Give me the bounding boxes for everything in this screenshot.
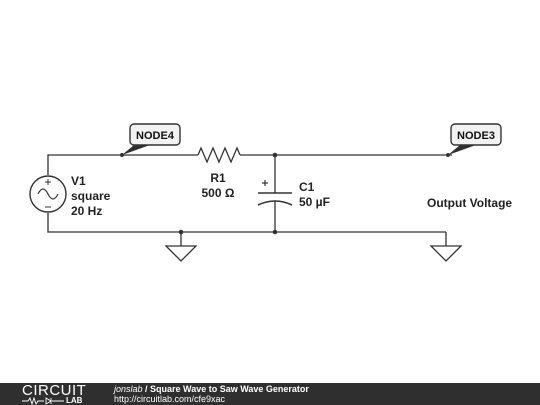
footer-user-link[interactable]: jonslab bbox=[114, 384, 143, 394]
node-tag-right: NODE3 bbox=[448, 123, 502, 155]
wire-top-left bbox=[47, 154, 198, 175]
node-tag-left: NODE4 bbox=[122, 123, 181, 155]
resistor-r1-symbol bbox=[197, 146, 241, 164]
junction-dot-bottom-left bbox=[178, 229, 184, 235]
ground-right-symbol bbox=[429, 245, 463, 262]
logo-resistor-icon bbox=[22, 397, 64, 405]
source-frequency-label: 20 Hz bbox=[71, 204, 102, 218]
footer-separator: / bbox=[142, 384, 151, 394]
circuit-schematic: NODE4 NODE3 V1 square 20 Hz R1 500 Ω C1 … bbox=[29, 123, 512, 262]
footer-url-link[interactable]: http://circuitlab.com/cfe9xac bbox=[114, 394, 226, 404]
source-type-label: square bbox=[71, 189, 111, 203]
node-label-left: NODE4 bbox=[136, 130, 175, 142]
junction-dot-bottom-cap bbox=[272, 229, 278, 235]
wire-left-bottom bbox=[47, 213, 446, 233]
capacitor-name-label: C1 bbox=[299, 180, 315, 194]
resistor-value-label: 500 Ω bbox=[202, 186, 235, 200]
ground-left-symbol bbox=[164, 245, 198, 262]
junction-dot-top bbox=[272, 152, 278, 158]
node-label-right: NODE3 bbox=[457, 130, 495, 142]
capacitor-value-label: 50 µF bbox=[299, 195, 330, 209]
logo-text-circuit: CIRCUIT bbox=[22, 382, 87, 399]
footer-circuit-title[interactable]: Square Wave to Saw Wave Generator bbox=[150, 384, 309, 394]
voltage-source-v1-symbol bbox=[29, 175, 67, 213]
capacitor-c1-symbol bbox=[257, 192, 293, 206]
logo-text-lab: LAB bbox=[66, 396, 83, 405]
footer-title-line: jonslab / Square Wave to Saw Wave Genera… bbox=[114, 384, 309, 395]
footer-bar: CIRCUIT LAB jonslab / Square Wave to Saw… bbox=[0, 383, 540, 405]
source-name-label: V1 bbox=[71, 174, 86, 188]
circuitlab-logo[interactable]: CIRCUIT LAB bbox=[22, 383, 92, 405]
output-voltage-label: Output Voltage bbox=[427, 196, 512, 210]
resistor-name-label: R1 bbox=[210, 171, 226, 185]
